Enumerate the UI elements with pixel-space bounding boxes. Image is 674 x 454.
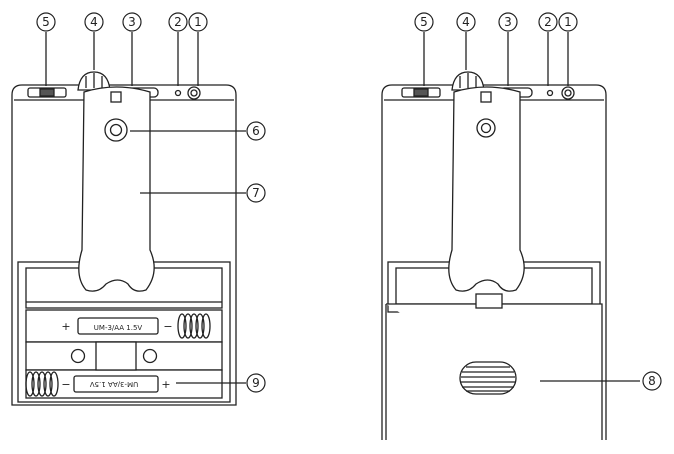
callout-5-left: 5	[42, 15, 50, 29]
callout-7: 7	[252, 186, 260, 200]
left-device	[11, 32, 246, 406]
polarity-minus-top: −	[163, 320, 172, 333]
callout-3-left: 3	[128, 15, 136, 29]
callout-2-right: 2	[544, 15, 552, 29]
callout-1-right: 1	[564, 15, 572, 29]
spring-top-right	[177, 313, 211, 339]
polarity-plus-top: +	[61, 320, 70, 333]
left-jack	[187, 86, 201, 100]
callout-9: 9	[252, 376, 260, 390]
callout-2-left: 2	[174, 15, 182, 29]
callout-1-left: 1	[194, 15, 202, 29]
left-belt-clip	[78, 86, 155, 292]
polarity-plus-bottom: +	[161, 378, 170, 391]
right-led	[546, 89, 554, 97]
callout-3-right: 3	[504, 15, 512, 29]
callout-8: 8	[648, 374, 656, 388]
battery-top	[77, 317, 159, 335]
speaker-grille	[459, 361, 517, 395]
right-belt-clip	[448, 86, 525, 292]
battery-label-bottom: UM-3/AA 1.5V	[90, 380, 139, 388]
callout-6: 6	[252, 124, 260, 138]
callout-4-right: 4	[462, 15, 470, 29]
polarity-minus-bottom: −	[61, 378, 70, 391]
right-device	[381, 32, 640, 440]
left-clip-screw	[104, 118, 128, 142]
screw-left	[70, 348, 86, 364]
battery-bottom	[73, 375, 159, 393]
right-jack	[561, 86, 575, 100]
callout-5-right: 5	[420, 15, 428, 29]
screw-right	[142, 348, 158, 364]
right-clip-screw	[476, 118, 496, 138]
spring-bottom-left	[25, 371, 59, 397]
callout-4-left: 4	[90, 15, 98, 29]
left-led	[174, 89, 182, 97]
battery-label-top: UM-3/AA 1.5V	[94, 324, 143, 332]
